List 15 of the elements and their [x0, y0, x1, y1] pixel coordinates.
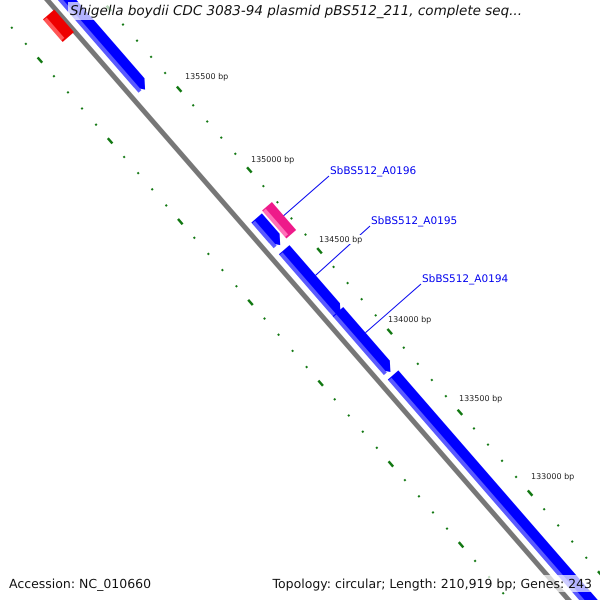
info-text: Topology: circular; Length: 210,919 bp; Genes: 243	[270, 575, 594, 592]
gene-label: SbBS512_A0196	[330, 165, 416, 177]
position-label: 133000 bp	[531, 472, 574, 481]
gene-label: SbBS512_A0195	[371, 215, 458, 227]
position-label: 133500 bp	[459, 394, 502, 403]
gene-feature	[332, 307, 390, 376]
position-label: 134500 bp	[319, 235, 362, 244]
gene-feature	[278, 245, 341, 318]
position-label: 135000 bp	[251, 155, 294, 164]
gene-block	[262, 202, 296, 238]
leader-line	[365, 284, 422, 334]
position-label: 134000 bp	[388, 315, 432, 324]
leader-line	[283, 176, 330, 216]
position-label: 135500 bp	[185, 72, 228, 81]
gene-label: SbBS512_A0194	[422, 273, 508, 285]
